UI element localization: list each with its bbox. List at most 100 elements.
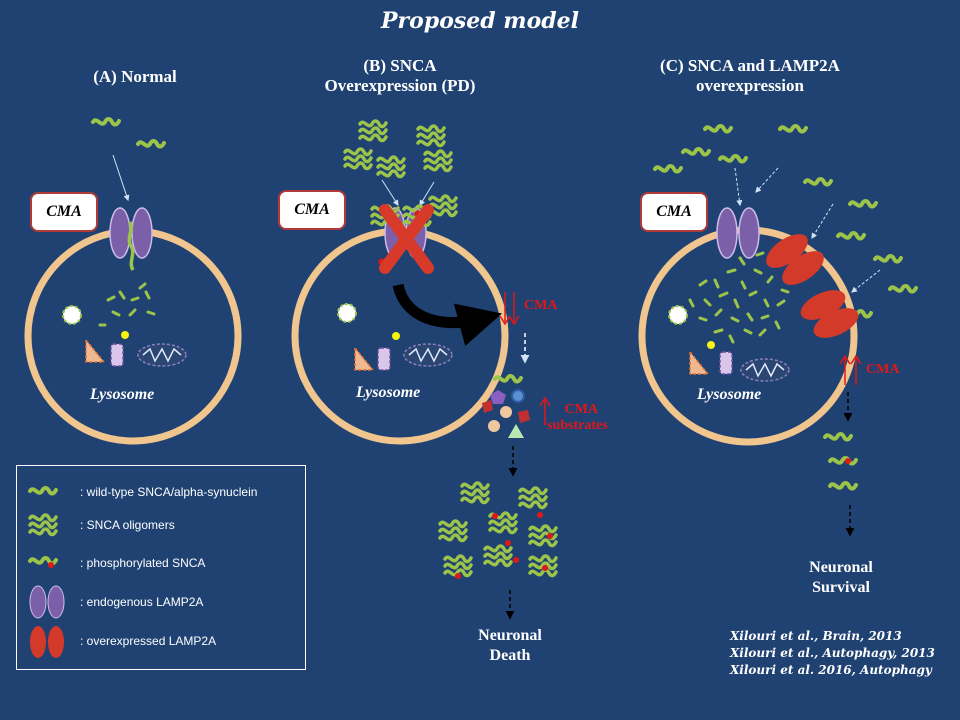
substrate-a-dot [121, 331, 129, 339]
cma-increase-label: CMA [866, 362, 900, 377]
snca-b-out [493, 374, 523, 384]
cma-decrease-label: CMA [524, 298, 558, 313]
arrow-c-in-4 [851, 269, 881, 293]
cma-substrates-line1: CMA [564, 402, 599, 417]
substrate-b-mito [403, 343, 453, 367]
olig-b-5 [423, 149, 453, 173]
substrate-a-cylinder [110, 343, 124, 367]
neuronal-survival-line1: Neuronal [809, 559, 873, 576]
substrate-a-star [62, 305, 82, 325]
phospho-c-out [845, 458, 851, 464]
lamp2a-c-1 [716, 207, 738, 259]
snca-c-9 [873, 254, 903, 264]
snca-c-8 [836, 231, 866, 241]
substrate-b-cylinder [377, 347, 391, 371]
panel-b-title: (B) SNCA Overexpression (PD) [290, 56, 510, 96]
panel-b-graphic [291, 119, 558, 620]
substrate-out-ring [511, 389, 525, 403]
neuronal-survival-label: Neuronal Survival [786, 558, 896, 598]
substrate-b-triangle [354, 345, 375, 371]
legend-label-overexpressed: : overexpressed LAMP2A [80, 634, 217, 648]
snca-a-fragments [98, 282, 156, 327]
up-arrow-substrates [539, 396, 551, 425]
cma-label-b: CMA [294, 201, 330, 218]
panel-a-graphic [24, 117, 242, 445]
panel-c-title-line1: (C) SNCA and LAMP2A [660, 56, 840, 75]
neuronal-death-label: Neuronal Death [455, 626, 565, 666]
phosphorylated-snca-icon [28, 556, 58, 568]
legend-label-phosphorylated: : phosphorylated SNCA [80, 556, 206, 570]
lysosome-label-a: Lysosome [90, 386, 155, 403]
arrow-b-in-2 [419, 181, 435, 207]
substrate-out-egg-1 [500, 406, 512, 418]
diagram-title: Proposed model [381, 8, 579, 34]
down-arrows-b [499, 292, 520, 326]
substrate-out-cube [482, 400, 493, 413]
snca-c-internalized [688, 251, 790, 344]
neuronal-survival-line2: Survival [812, 579, 870, 596]
substrate-a-mito-inner [142, 347, 182, 363]
lamp2a-c-over-4 [813, 308, 859, 338]
substrate-c-cylinder [719, 351, 733, 375]
substrate-b-star [337, 303, 357, 323]
legend-box [16, 465, 306, 670]
panel-b-title-line2: Overexpression (PD) [324, 76, 476, 95]
olig-b-4 [376, 155, 406, 179]
olig-b-6 [428, 194, 458, 218]
cma-substrates-label: CMA substrates [547, 402, 608, 434]
olig-b-3 [343, 147, 373, 171]
panel-b-title-line1: (B) SNCA [363, 56, 437, 75]
substrate-b-mito-inner [408, 347, 448, 363]
substrate-out-green-tri [508, 424, 524, 438]
reference-1: Xilouri et al., Brain, 2013 [730, 629, 902, 643]
legend-label-oligomers: : SNCA oligomers [80, 518, 175, 532]
panel-a-title-line1: (A) Normal [93, 67, 177, 86]
substrate-c-dot [707, 341, 715, 349]
lysosome-label-c: Lysosome [697, 386, 762, 403]
snca-c-7 [848, 199, 878, 209]
snca-c-10 [888, 284, 918, 294]
snca-a-1 [91, 117, 121, 127]
snca-c-2 [778, 124, 808, 134]
substrate-out-red-cube [518, 410, 530, 423]
olig-b-1 [358, 119, 388, 143]
arrow-c-in-1 [734, 167, 743, 207]
overexpressed-lamp2a-icon [30, 626, 64, 658]
arrow-c-in-2 [755, 167, 779, 193]
lamp2a-c-over-1 [766, 234, 808, 268]
reference-2: Xilouri et al., Autophagy, 2013 [730, 646, 935, 660]
references: Xilouri et al., Brain, 2013 Xilouri et a… [730, 628, 935, 679]
substrate-a-triangle [85, 337, 106, 363]
snca-a-translocating [127, 221, 135, 271]
panel-a-title: (A) Normal [40, 67, 230, 87]
substrate-out-egg-2 [488, 420, 500, 432]
cma-box-c: CMA [640, 192, 708, 232]
olig-b-agg-6 [443, 554, 473, 578]
cma-box-a: CMA [30, 192, 98, 232]
substrate-c-triangle [689, 349, 710, 375]
snca-c-5 [653, 164, 683, 174]
snca-c-out-2 [828, 456, 858, 466]
substrate-a-mito [137, 343, 187, 367]
olig-b-agg-3 [438, 519, 468, 543]
olig-b-2 [416, 124, 446, 148]
neuronal-death-line2: Death [489, 647, 531, 664]
up-arrows-c [839, 354, 862, 385]
snca-c-6 [803, 177, 833, 187]
arrow-a-in [112, 154, 130, 202]
cma-substrates-line2: substrates [547, 418, 608, 433]
blocked-cross-icon [379, 204, 434, 274]
cma-label-a: CMA [46, 203, 82, 220]
olig-b-agg-2 [518, 486, 548, 510]
lamp2a-c-over-2 [782, 251, 824, 285]
olig-b-agg-7 [483, 544, 513, 568]
snca-c-out-1 [823, 432, 853, 442]
substrate-c-mito [740, 358, 790, 382]
snca-c-1 [703, 124, 733, 134]
arrow-b-in-1 [381, 179, 399, 207]
curved-black-arrow [392, 283, 503, 347]
cma-box-b: CMA [278, 190, 346, 230]
substrate-b-dot [392, 332, 400, 340]
